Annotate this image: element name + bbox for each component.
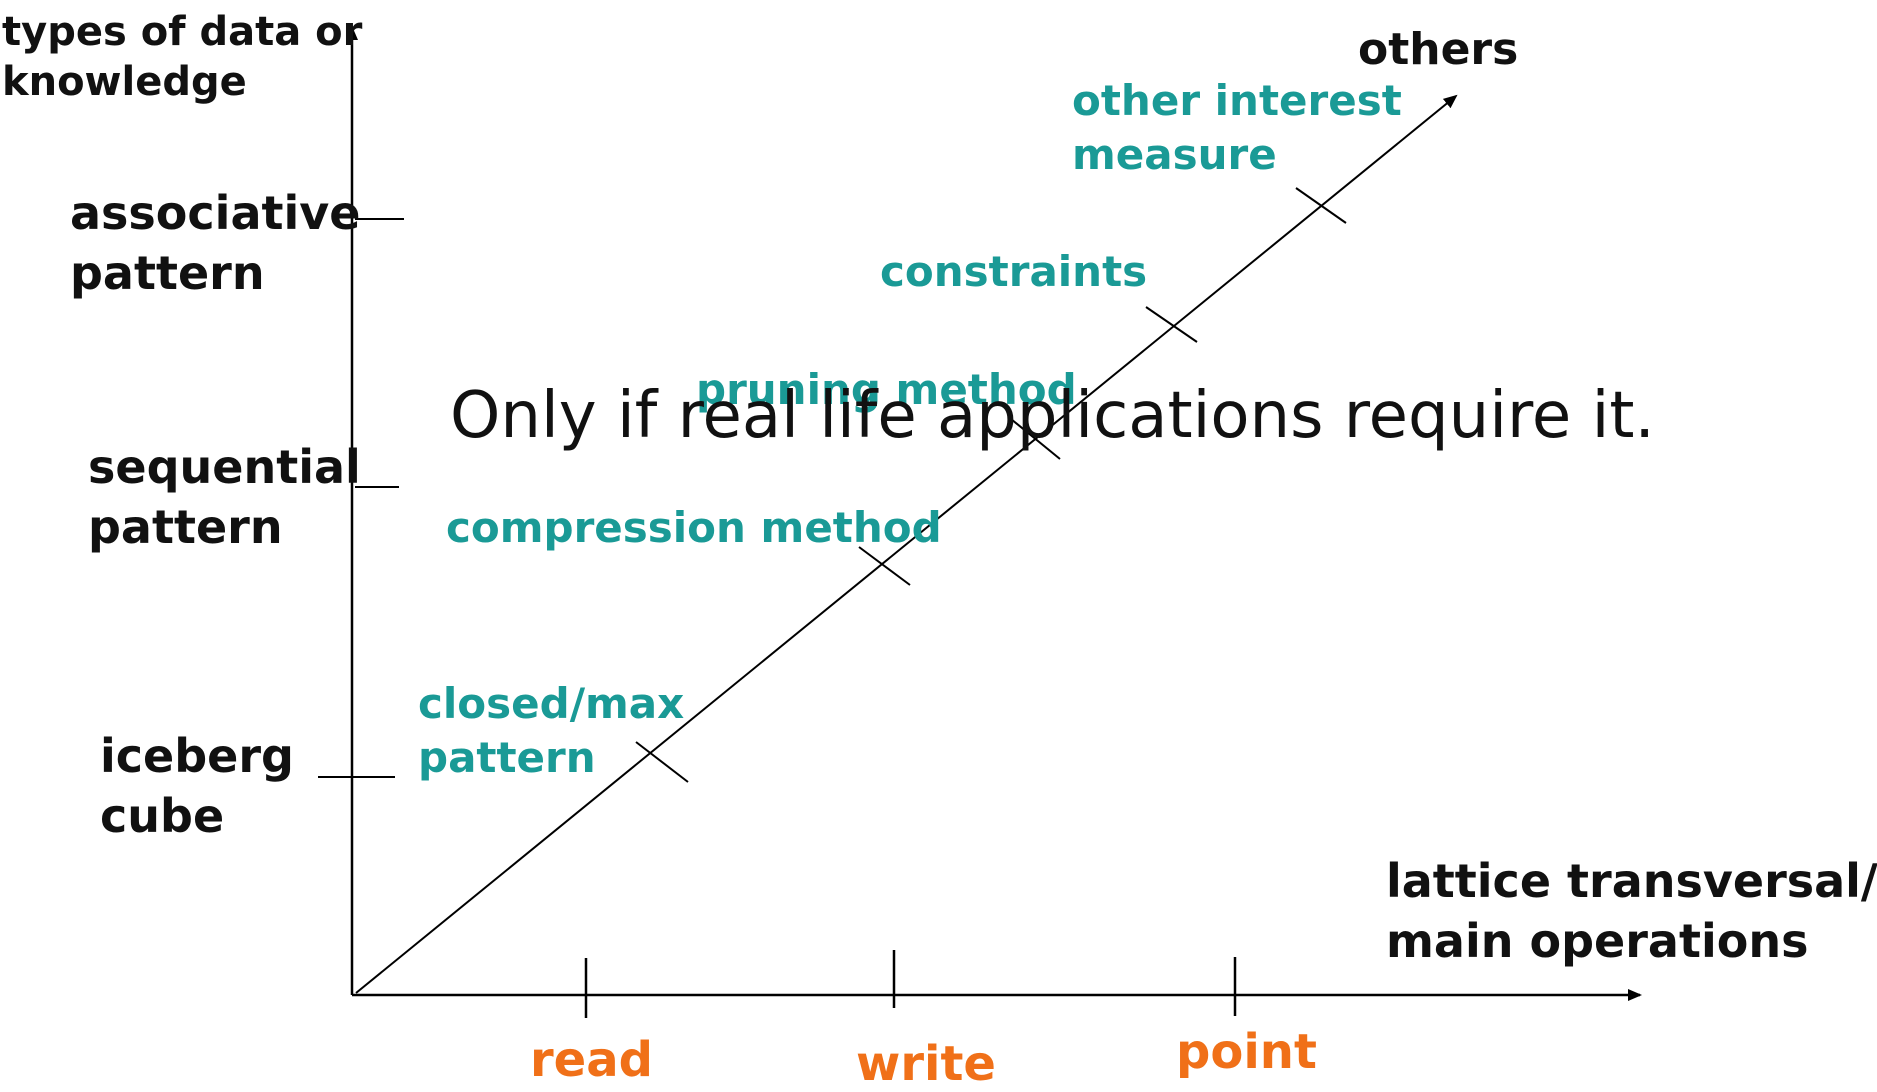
diag-tick-constraints — [1145, 306, 1198, 343]
y-item-associative-pattern: associative pattern — [70, 190, 360, 296]
diag-item-line2: measure — [1072, 130, 1277, 179]
diag-item-constraints: constraints — [880, 247, 1148, 296]
x-axis-title: lattice transversal/ main operations — [1386, 858, 1877, 964]
diag-tick-other-interest — [1295, 187, 1347, 224]
y-item-line2: cube — [100, 789, 225, 843]
diag-tick-pruning — [1010, 418, 1061, 460]
diag-tick-closed-max — [635, 741, 689, 783]
x-axis-title-line2: main operations — [1386, 914, 1809, 968]
diag-item-compression-method: compression method — [446, 503, 942, 552]
y-item-sequential-pattern: sequential pattern — [88, 444, 361, 550]
y-item-line2: pattern — [88, 500, 283, 554]
diagonal-axis-line — [355, 94, 1458, 994]
y-axis-title: types of data or knowledge — [2, 12, 362, 102]
y-item-line1: sequential — [88, 440, 361, 494]
diag-item-line2: pattern — [418, 733, 596, 782]
diag-item-line1: closed/max — [418, 679, 685, 728]
y-axis-title-line2: knowledge — [2, 59, 247, 105]
x-item-point: point — [1176, 1024, 1317, 1080]
x-axis-title-line1: lattice transversal/ — [1386, 854, 1877, 908]
y-item-line1: associative — [70, 186, 361, 240]
diag-item-pruning-method: pruning method — [696, 365, 1077, 414]
diag-item-closed-max-pattern: closed/max pattern — [418, 683, 684, 779]
y-item-iceberg-cube: iceberg cube — [100, 733, 294, 839]
y-axis-title-line1: types of data or — [2, 9, 363, 55]
overlay-annotation: Only if real life applications require i… — [450, 379, 1655, 453]
diag-item-line1: other interest — [1072, 76, 1402, 125]
y-item-line1: iceberg — [100, 729, 294, 783]
diag-item-other-interest-measure: other interest measure — [1072, 80, 1402, 176]
diag-tick-compression — [858, 546, 911, 586]
y-item-line2: pattern — [70, 246, 265, 300]
x-item-write: write — [856, 1036, 996, 1092]
diagonal-end-label: others — [1358, 24, 1519, 75]
x-item-read: read — [530, 1032, 653, 1088]
